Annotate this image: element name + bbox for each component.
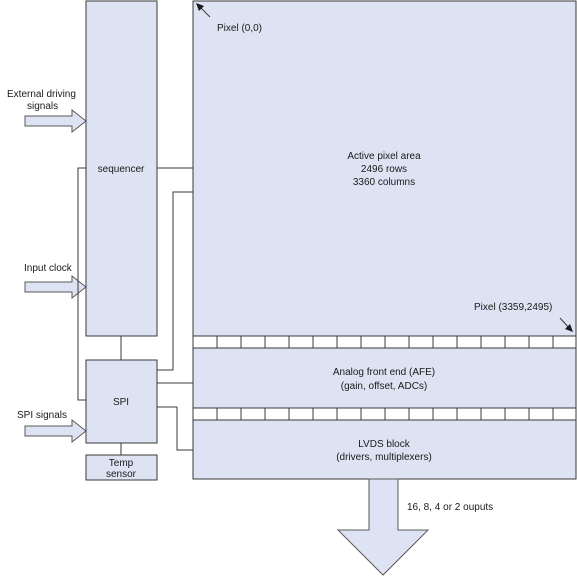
afe-to-lvds-column-connections bbox=[192, 407, 577, 421]
active-pixel-area-columns: 3360 columns bbox=[353, 177, 415, 188]
active-pixel-area-block bbox=[192, 0, 577, 337]
active-pixel-area-rows: 2496 rows bbox=[361, 164, 407, 175]
temp-sensor-label-line-2: sensor bbox=[106, 469, 137, 480]
pixel-origin-label: Pixel (0,0) bbox=[217, 23, 262, 34]
external-driving-signals-label-line-1: External driving bbox=[7, 89, 76, 100]
pixel-origin-arrowhead bbox=[196, 3, 204, 11]
external-driving-signals-arrow bbox=[24, 108, 87, 134]
lvds-subtitle: (drivers, multiplexers) bbox=[336, 452, 432, 463]
sequencer-block bbox=[85, 0, 158, 337]
sequencer-spi-link-wire bbox=[77, 167, 86, 401]
temp-sensor-block bbox=[85, 454, 158, 481]
lvds-title: LVDS block bbox=[358, 439, 411, 450]
outputs-arrow bbox=[336, 478, 430, 576]
spi-to-lvds-wire bbox=[157, 406, 193, 451]
external-driving-signals-label-line-2: signals bbox=[27, 101, 58, 112]
input-clock-label: Input clock bbox=[24, 263, 73, 274]
input-clock-arrow bbox=[24, 274, 87, 300]
afe-title: Analog front end (AFE) bbox=[333, 367, 435, 378]
outputs-label: 16, 8, 4 or 2 ouputs bbox=[407, 502, 493, 513]
spi-label: SPI bbox=[113, 397, 129, 408]
active-pixel-area-title: Active pixel area bbox=[347, 151, 421, 162]
spi-to-pixel-area-wire bbox=[157, 191, 193, 371]
lvds-block bbox=[192, 419, 577, 480]
spi-block bbox=[85, 359, 158, 444]
afe-block bbox=[192, 347, 577, 409]
pixel-end-arrowhead bbox=[565, 324, 573, 332]
temp-sensor-label-line-1: Temp bbox=[109, 458, 134, 469]
afe-subtitle: (gain, offset, ADCs) bbox=[341, 381, 428, 392]
pixel-to-afe-column-connections bbox=[192, 335, 577, 349]
spi-signals-label: SPI signals bbox=[17, 410, 67, 421]
sequencer-label: sequencer bbox=[98, 164, 145, 175]
spi-signals-arrow bbox=[24, 418, 87, 444]
pixel-end-label: Pixel (3359,2495) bbox=[474, 302, 552, 313]
